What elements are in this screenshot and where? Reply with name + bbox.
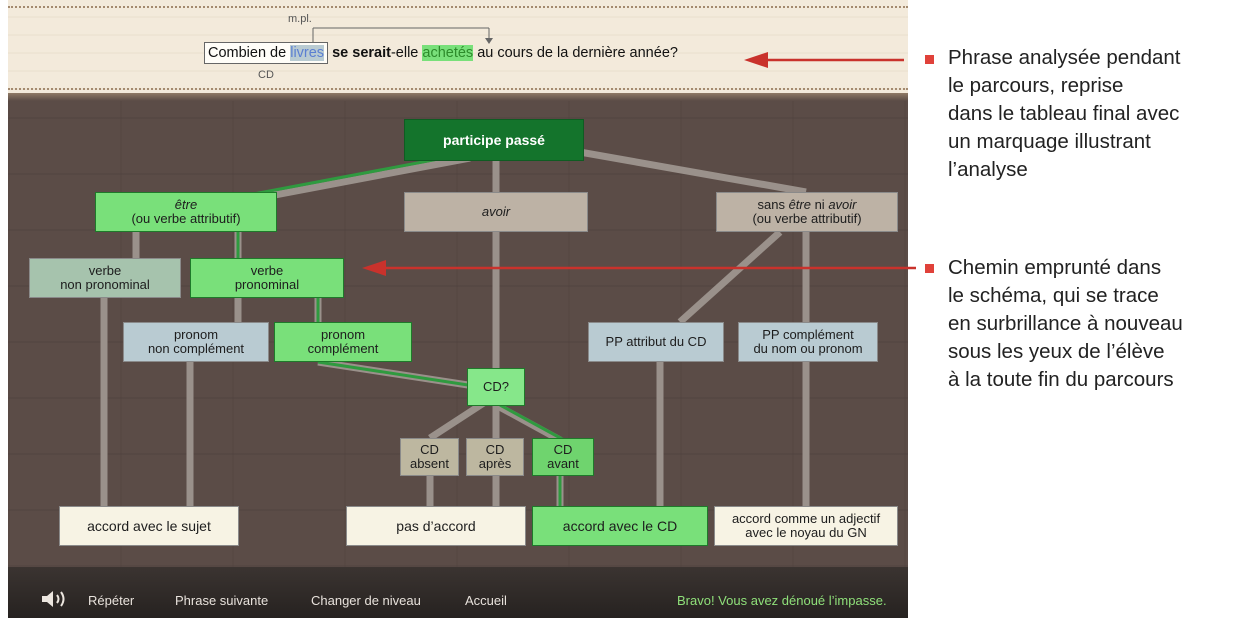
node-pp-attribut-du-cd[interactable]: PP attribut du CD	[588, 322, 724, 362]
change-level-button[interactable]: Changer de niveau	[311, 593, 421, 608]
node-label: non pronominal	[60, 277, 150, 292]
node-pronom-complement[interactable]: pronom complément	[274, 322, 412, 362]
node-label: complément	[307, 341, 379, 356]
analyzed-sentence: Combien de livres se serait-elle achetés…	[204, 42, 678, 64]
node-label: CD	[553, 442, 573, 457]
annotation-line: le schéma, qui se trace	[948, 284, 1159, 307]
node-participe-passe[interactable]: participe passé	[404, 119, 584, 161]
node-label: avec le noyau du GN	[745, 525, 867, 540]
node-label: CD?	[482, 379, 509, 394]
speaker-icon[interactable]	[42, 589, 68, 609]
paper-edge	[8, 93, 908, 101]
node-label: être	[174, 197, 198, 212]
node-label: sans être ni avoir	[757, 198, 856, 212]
node-cd-question[interactable]: CD?	[467, 368, 525, 406]
node-sans-etre-ni-avoir[interactable]: sans être ni avoir (ou verbe attributif)	[716, 192, 898, 232]
annotation-line: Phrase analysée pendant	[948, 46, 1181, 69]
node-label: absent	[409, 456, 450, 471]
node-label: non complément	[147, 341, 245, 356]
annotation-sentence: Phrase analysée pendant le parcours, rep…	[948, 44, 1248, 184]
node-label-part: être	[788, 197, 811, 212]
annotation-line: l’analyse	[948, 158, 1028, 181]
node-label-part: avoir	[828, 197, 857, 212]
sentence-marks	[312, 27, 493, 44]
node-label: accord avec le sujet	[87, 518, 211, 534]
annotation-line: sous les yeux de l’élève	[948, 340, 1165, 363]
node-cd-absent[interactable]: CD absent	[400, 438, 459, 476]
bottom-toolbar	[8, 567, 908, 618]
success-message: Bravo! Vous avez dénoué l’impasse.	[677, 593, 887, 608]
sentence-text: Combien de	[208, 45, 291, 61]
node-label: pronom	[173, 327, 219, 342]
node-label: avant	[547, 456, 579, 471]
annotation-path: Chemin emprunté dans le schéma, qui se t…	[948, 254, 1248, 394]
sentence-text: au cours de la dernière année?	[473, 45, 678, 61]
node-label-part: sans	[757, 197, 789, 212]
node-cd-apres[interactable]: CD après	[466, 438, 524, 476]
node-label: PP attribut du CD	[605, 334, 707, 349]
node-etre[interactable]: être (ou verbe attributif)	[95, 192, 277, 232]
node-label: pronominal	[234, 277, 300, 292]
sentence-text: -elle	[390, 45, 423, 61]
node-label: PP complément	[762, 327, 854, 342]
node-label: après	[478, 456, 512, 471]
annotation-line: en surbrillance à nouveau	[948, 312, 1183, 335]
annotation-line: le parcours, reprise	[948, 74, 1124, 97]
node-label: du nom ou pronom	[753, 341, 863, 356]
node-label: (ou verbe attributif)	[752, 211, 862, 226]
node-verbe-non-pronominal[interactable]: verbe non pronominal	[29, 258, 181, 298]
node-label: participe passé	[443, 132, 545, 148]
node-accord-adjectif[interactable]: accord comme un adjectif avec le noyau d…	[714, 506, 898, 546]
node-label: accord comme un adjectif	[731, 511, 881, 526]
node-label: pronom	[320, 327, 366, 342]
node-label-part: ni	[810, 197, 829, 212]
node-label: verbe	[250, 263, 284, 278]
node-accord-cd[interactable]: accord avec le CD	[532, 506, 708, 546]
home-button[interactable]: Accueil	[465, 593, 507, 608]
node-label: CD	[420, 442, 439, 457]
bullet-icon	[925, 55, 934, 64]
annotation-line: dans le tableau final avec	[948, 102, 1180, 125]
node-pas-accord[interactable]: pas d’accord	[346, 506, 526, 546]
bullet-icon	[925, 264, 934, 273]
repeat-button[interactable]: Répéter	[88, 593, 135, 608]
next-sentence-button[interactable]: Phrase suivante	[175, 593, 269, 608]
gender-number-label: m.pl.	[288, 13, 312, 25]
annotation-line: un marquage illustrant	[948, 130, 1151, 153]
node-avoir[interactable]: avoir	[404, 192, 588, 232]
node-label: pas d’accord	[396, 518, 476, 534]
node-label: (ou verbe attributif)	[131, 211, 241, 226]
auxiliary-verb: se serait	[332, 45, 391, 61]
node-verbe-pronominal[interactable]: verbe pronominal	[190, 258, 344, 298]
node-cd-avant[interactable]: CD avant	[532, 438, 594, 476]
node-label: verbe	[88, 263, 122, 278]
annotation-line: à la toute fin du parcours	[948, 368, 1174, 391]
participle-achetes: achetés	[422, 45, 474, 61]
node-accord-sujet[interactable]: accord avec le sujet	[59, 506, 239, 546]
cd-group: Combien de livres	[204, 42, 329, 64]
node-pronom-non-complement[interactable]: pronom non complément	[123, 322, 269, 362]
cd-label: CD	[258, 69, 274, 81]
node-label: CD	[485, 442, 505, 457]
noun-livres: livres	[290, 45, 325, 61]
app-window: m.pl. Combien de livres se serait-elle a…	[8, 0, 908, 618]
node-label: accord avec le CD	[562, 518, 678, 534]
node-pp-complement[interactable]: PP complément du nom ou pronom	[738, 322, 878, 362]
node-label: avoir	[481, 204, 511, 219]
annotation-line: Chemin emprunté dans	[948, 256, 1162, 279]
